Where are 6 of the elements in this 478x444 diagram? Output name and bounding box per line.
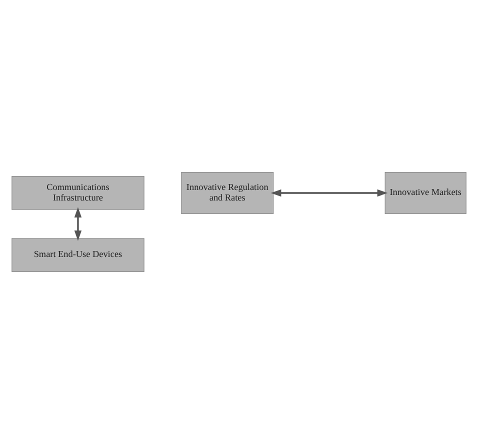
node-box: Innovative Markets [384, 172, 466, 214]
node-box: Communications Infrastructure [12, 176, 144, 210]
arrow [270, 189, 388, 197]
node-box: Innovative Regulation and Rates [181, 172, 274, 214]
node-box: Smart End-Use Devices [12, 238, 144, 272]
arrow [74, 207, 82, 241]
